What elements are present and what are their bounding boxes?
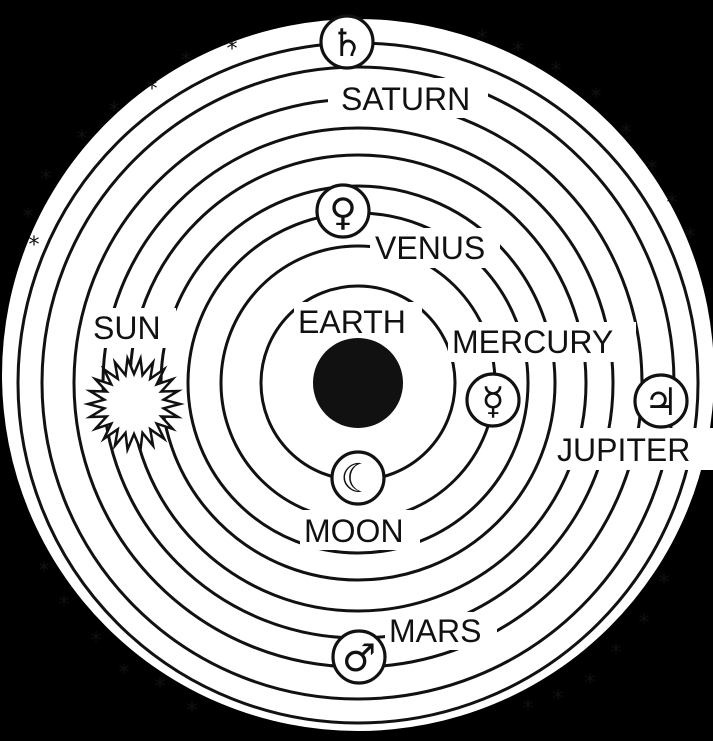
moon-symbol-icon: ☾ — [332, 452, 384, 504]
jupiter-label: JUPITER — [557, 432, 690, 468]
star-icon: * — [77, 127, 88, 152]
moon-glyph: ☾ — [340, 456, 376, 502]
star-icon: * — [659, 571, 670, 596]
star-icon: * — [29, 233, 40, 258]
mercury-glyph: ☿ — [481, 379, 504, 423]
star-icon: * — [119, 661, 130, 686]
saturn-label: SATURN — [341, 81, 470, 117]
star-icon: * — [41, 167, 52, 192]
star-icon: * — [91, 629, 102, 654]
star-icon: * — [23, 205, 34, 230]
earth-label: EARTH — [298, 304, 406, 340]
saturn-symbol-icon: ♄ — [321, 16, 373, 68]
star-icon: * — [147, 77, 158, 102]
saturn-glyph: ♄ — [330, 21, 364, 65]
venus-symbol-icon: ♀ — [317, 185, 369, 237]
star-icon: * — [585, 671, 596, 696]
star-icon: * — [477, 27, 488, 52]
star-icon: * — [155, 675, 166, 700]
star-icon: * — [685, 225, 696, 250]
star-icon: * — [611, 641, 622, 666]
star-icon: * — [109, 99, 120, 124]
star-icon: * — [181, 49, 192, 74]
earth-disc-icon — [313, 338, 403, 428]
jupiter-symbol-icon: ♃ — [635, 375, 687, 427]
star-icon: * — [39, 559, 50, 584]
star-icon: * — [513, 39, 524, 64]
star-icon: * — [187, 699, 198, 724]
mercury-label: MERCURY — [452, 324, 613, 360]
star-icon: * — [647, 157, 658, 182]
star-icon: * — [59, 593, 70, 618]
star-icon: * — [639, 611, 650, 636]
mercury-symbol-icon: ☿ — [467, 374, 519, 426]
mars-symbol-icon: ♂ — [333, 631, 385, 683]
venus-label: VENUS — [375, 230, 485, 266]
star-icon: * — [523, 697, 534, 722]
sun-label: SUN — [93, 310, 161, 346]
mars-label: MARS — [389, 613, 481, 649]
mars-glyph: ♂ — [342, 636, 376, 680]
star-icon: * — [667, 191, 678, 216]
venus-glyph: ♀ — [329, 190, 357, 234]
star-icon: * — [227, 37, 238, 62]
star-icon: * — [551, 59, 562, 84]
jupiter-glyph: ♃ — [644, 380, 678, 424]
star-icon: * — [621, 121, 632, 146]
star-icon: * — [553, 687, 564, 712]
moon-label: MOON — [304, 513, 404, 549]
star-icon: * — [591, 85, 602, 110]
